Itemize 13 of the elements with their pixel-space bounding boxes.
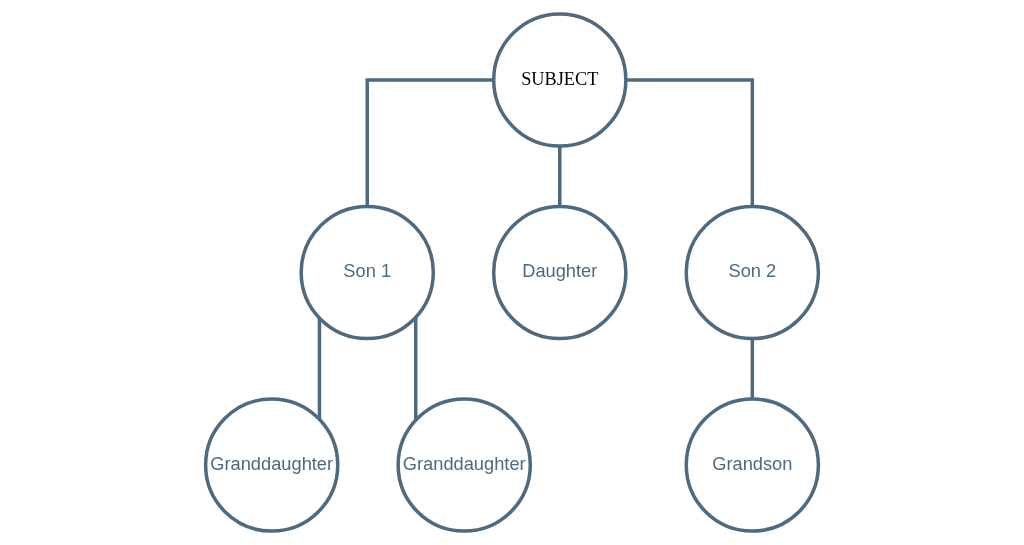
node-circle: Son 2 xyxy=(684,204,821,341)
connector xyxy=(626,78,755,207)
node-circle: Daughter xyxy=(491,204,628,341)
connector xyxy=(317,318,322,420)
node-circle: Granddaughter xyxy=(203,397,340,533)
connector xyxy=(750,338,755,399)
connector xyxy=(365,78,494,207)
node-circle: Grandson xyxy=(684,397,821,533)
connector xyxy=(558,146,562,207)
node-circle: Son 1 xyxy=(299,204,436,341)
node-circle: SUBJECT xyxy=(491,12,628,148)
connector xyxy=(413,317,418,421)
node-circle: Granddaughter xyxy=(396,397,533,533)
